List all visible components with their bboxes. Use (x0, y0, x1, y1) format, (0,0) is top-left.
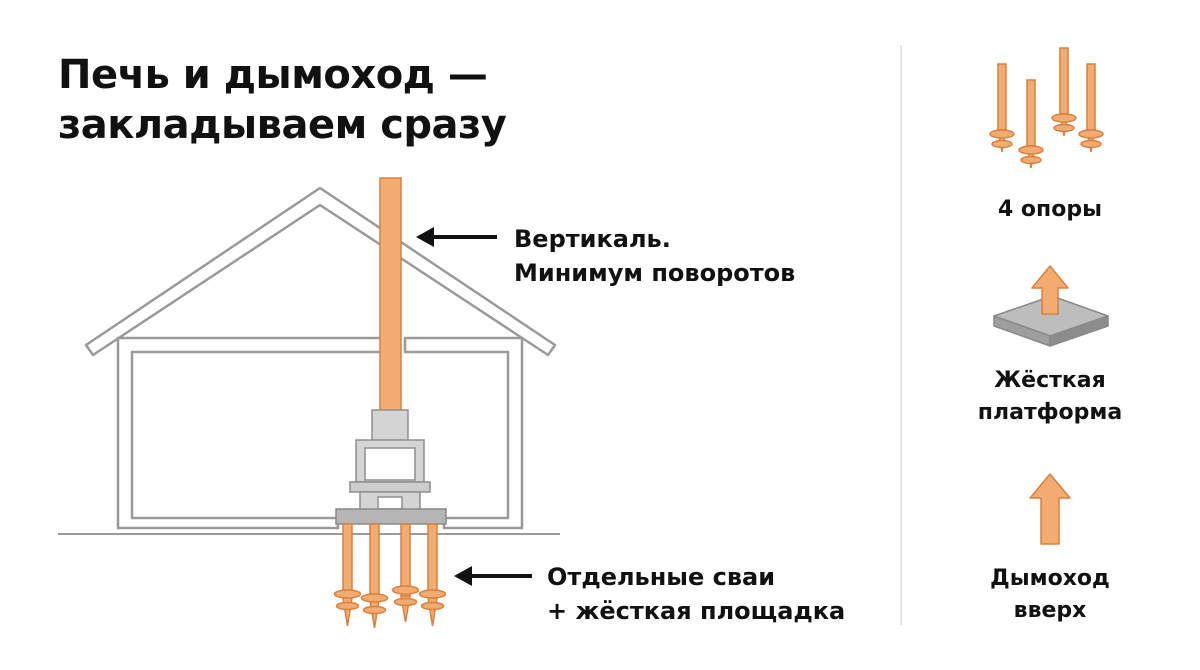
house-roof (84, 186, 557, 357)
chimney-up-arrow-icon (1029, 473, 1071, 545)
pile-2 (360, 523, 389, 629)
platform-label-line-2: платформа (977, 400, 1123, 425)
rigid-platform-icon (993, 265, 1109, 347)
chimney-callout-label: Вертикаль. Минимум поворотов (514, 222, 795, 290)
pile-4 (418, 523, 447, 627)
chimney-up-label-line-2: вверх (1013, 598, 1087, 623)
pile-1 (333, 523, 362, 627)
piles-callout-label: Отдельные сваи + жёсткая площадка (547, 560, 845, 628)
callout-arrow-piles (454, 566, 532, 586)
platform-label-line-1: Жёсткая (994, 368, 1106, 393)
platform-label: Жёсткая платформа (940, 365, 1160, 429)
pile-3 (391, 523, 420, 623)
callout-arrow-chimney (416, 227, 497, 247)
chimney-pipe (379, 177, 402, 413)
house-frame (116, 336, 524, 530)
supports-label: 4 опоры (997, 197, 1103, 222)
stove-piles (333, 523, 447, 629)
chimney-up-label-line-1: Дымоход (990, 566, 1110, 591)
piles-callout-line-1: Отдельные сваи (547, 563, 776, 591)
stove-platform (335, 508, 447, 525)
chimney-up-label: Дымоход вверх (940, 563, 1160, 627)
platform-up-arrow-icon (1031, 265, 1069, 315)
chimney-callout-line-2: Минимум поворотов (514, 259, 796, 287)
title-line-2: закладываем сразу (58, 102, 507, 148)
stove (349, 409, 431, 511)
page-title: Печь и дымоход — закладываем сразу (58, 50, 578, 150)
title-line-1: Печь и дымоход — (58, 52, 488, 98)
four-piles-icon (989, 47, 1104, 169)
chimney-callout-line-1: Вертикаль. (514, 225, 671, 253)
piles-callout-line-2: + жёсткая площадка (547, 597, 846, 625)
